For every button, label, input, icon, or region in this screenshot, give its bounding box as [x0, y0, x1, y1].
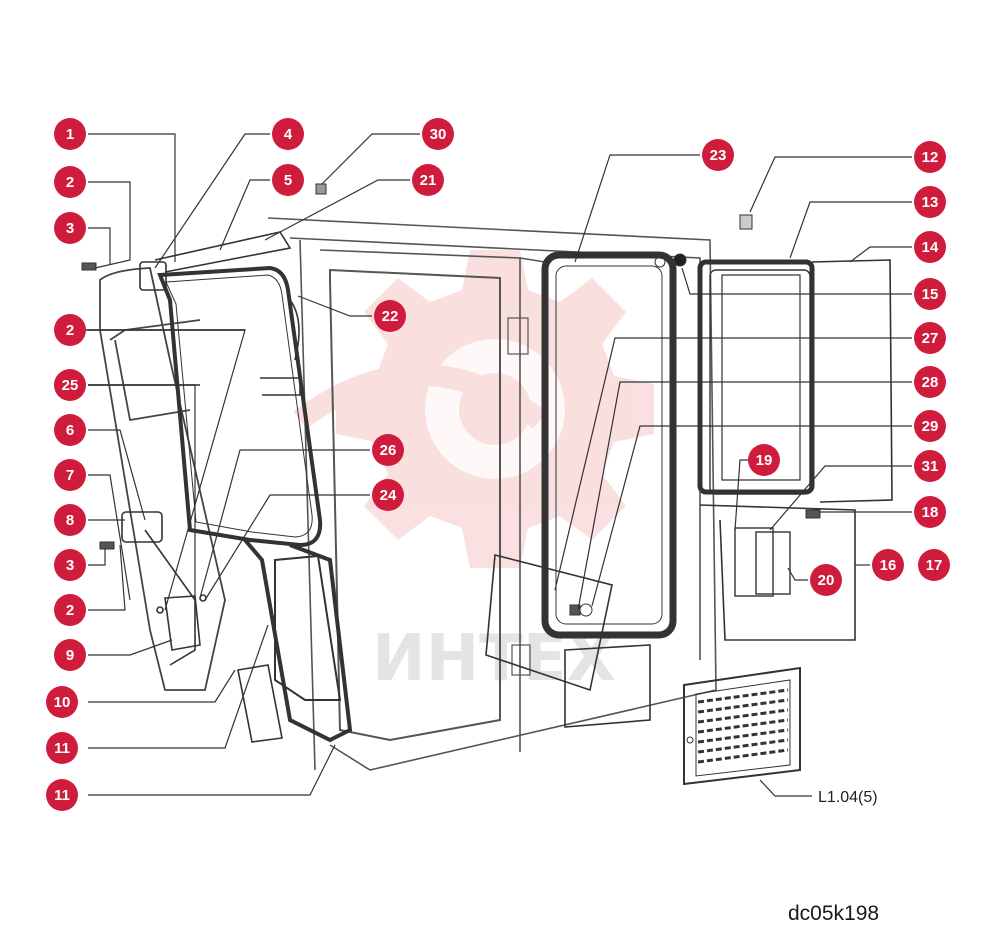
- svg-text:13: 13: [922, 194, 939, 211]
- fasteners: [81, 183, 821, 617]
- svg-text:22: 22: [382, 308, 399, 325]
- callout-11a: 11: [46, 732, 78, 764]
- callout-10: 10: [46, 686, 78, 718]
- callout-20: 20: [810, 564, 842, 596]
- callout-5: 5: [272, 164, 304, 196]
- svg-text:8: 8: [66, 512, 74, 529]
- callout-31: 31: [914, 450, 946, 482]
- svg-text:25: 25: [62, 377, 79, 394]
- svg-text:16: 16: [880, 557, 897, 574]
- callout-3a: 3: [54, 212, 86, 244]
- callout-1: 1: [54, 118, 86, 150]
- callout-group: 1 2 3 4 5 30 21 22 2 25 6 7 8 3 2 9 10 1…: [46, 118, 950, 811]
- svg-text:26: 26: [380, 442, 397, 459]
- callout-19: 19: [748, 444, 780, 476]
- callout-23: 23: [702, 139, 734, 171]
- ventilation-grille: [683, 666, 801, 786]
- svg-text:2: 2: [66, 174, 74, 191]
- svg-text:19: 19: [756, 452, 773, 469]
- svg-text:20: 20: [818, 572, 835, 589]
- svg-text:28: 28: [922, 374, 939, 391]
- hinge-assembly: [121, 231, 301, 743]
- callout-2c: 2: [54, 594, 86, 626]
- callout-14: 14: [914, 231, 946, 263]
- svg-text:31: 31: [922, 458, 939, 475]
- callout-29: 29: [914, 410, 946, 442]
- svg-text:23: 23: [710, 147, 727, 164]
- callout-24: 24: [372, 479, 404, 511]
- cab-body: [267, 217, 717, 771]
- watermark-gear-icon: [336, 250, 654, 568]
- svg-text:10: 10: [54, 694, 71, 711]
- callout-16: 16: [872, 549, 904, 581]
- svg-text:11: 11: [54, 740, 70, 757]
- leader-lines: [88, 133, 912, 797]
- svg-text:27: 27: [922, 330, 939, 347]
- rear-window-seal: [541, 251, 677, 639]
- svg-text:1: 1: [66, 126, 74, 143]
- svg-text:5: 5: [284, 172, 292, 189]
- callout-2b: 2: [54, 314, 86, 346]
- svg-text:7: 7: [66, 467, 74, 484]
- svg-text:3: 3: [66, 220, 74, 237]
- callout-15: 15: [914, 278, 946, 310]
- svg-text:21: 21: [420, 172, 437, 189]
- watermark: [293, 250, 654, 568]
- svg-text:15: 15: [922, 286, 939, 303]
- callout-6: 6: [54, 414, 86, 446]
- svg-text:29: 29: [922, 418, 939, 435]
- svg-text:17: 17: [926, 557, 943, 574]
- callout-28: 28: [914, 366, 946, 398]
- callout-17: 17: [918, 549, 950, 581]
- drawing-id: dc05k198: [788, 902, 880, 925]
- callout-7: 7: [54, 459, 86, 491]
- callout-13: 13: [914, 186, 946, 218]
- side-window: [697, 259, 893, 641]
- svg-text:11: 11: [54, 787, 70, 804]
- svg-text:9: 9: [66, 647, 74, 664]
- reference-label: L1.04(5): [818, 789, 878, 806]
- callout-30: 30: [422, 118, 454, 150]
- callout-21: 21: [412, 164, 444, 196]
- door-glass-seal: [157, 265, 353, 743]
- callout-9: 9: [54, 639, 86, 671]
- svg-text:12: 12: [922, 149, 939, 166]
- svg-text:3: 3: [66, 557, 74, 574]
- callout-4: 4: [272, 118, 304, 150]
- callout-8: 8: [54, 504, 86, 536]
- callout-25: 25: [54, 369, 86, 401]
- left-door: [85, 267, 245, 691]
- callout-11b: 11: [46, 779, 78, 811]
- callout-26: 26: [372, 434, 404, 466]
- callout-18: 18: [914, 496, 946, 528]
- svg-text:6: 6: [66, 422, 74, 439]
- svg-text:2: 2: [66, 322, 74, 339]
- mounting-plate: [485, 553, 651, 728]
- callout-3b: 3: [54, 549, 86, 581]
- svg-text:2: 2: [66, 602, 74, 619]
- callout-27: 27: [914, 322, 946, 354]
- callout-22: 22: [374, 300, 406, 332]
- svg-text:14: 14: [922, 239, 939, 256]
- callout-12: 12: [914, 141, 946, 173]
- svg-text:24: 24: [380, 487, 397, 504]
- callout-2a: 2: [54, 166, 86, 198]
- svg-text:30: 30: [430, 126, 447, 143]
- svg-text:18: 18: [922, 504, 939, 521]
- svg-text:4: 4: [284, 126, 293, 143]
